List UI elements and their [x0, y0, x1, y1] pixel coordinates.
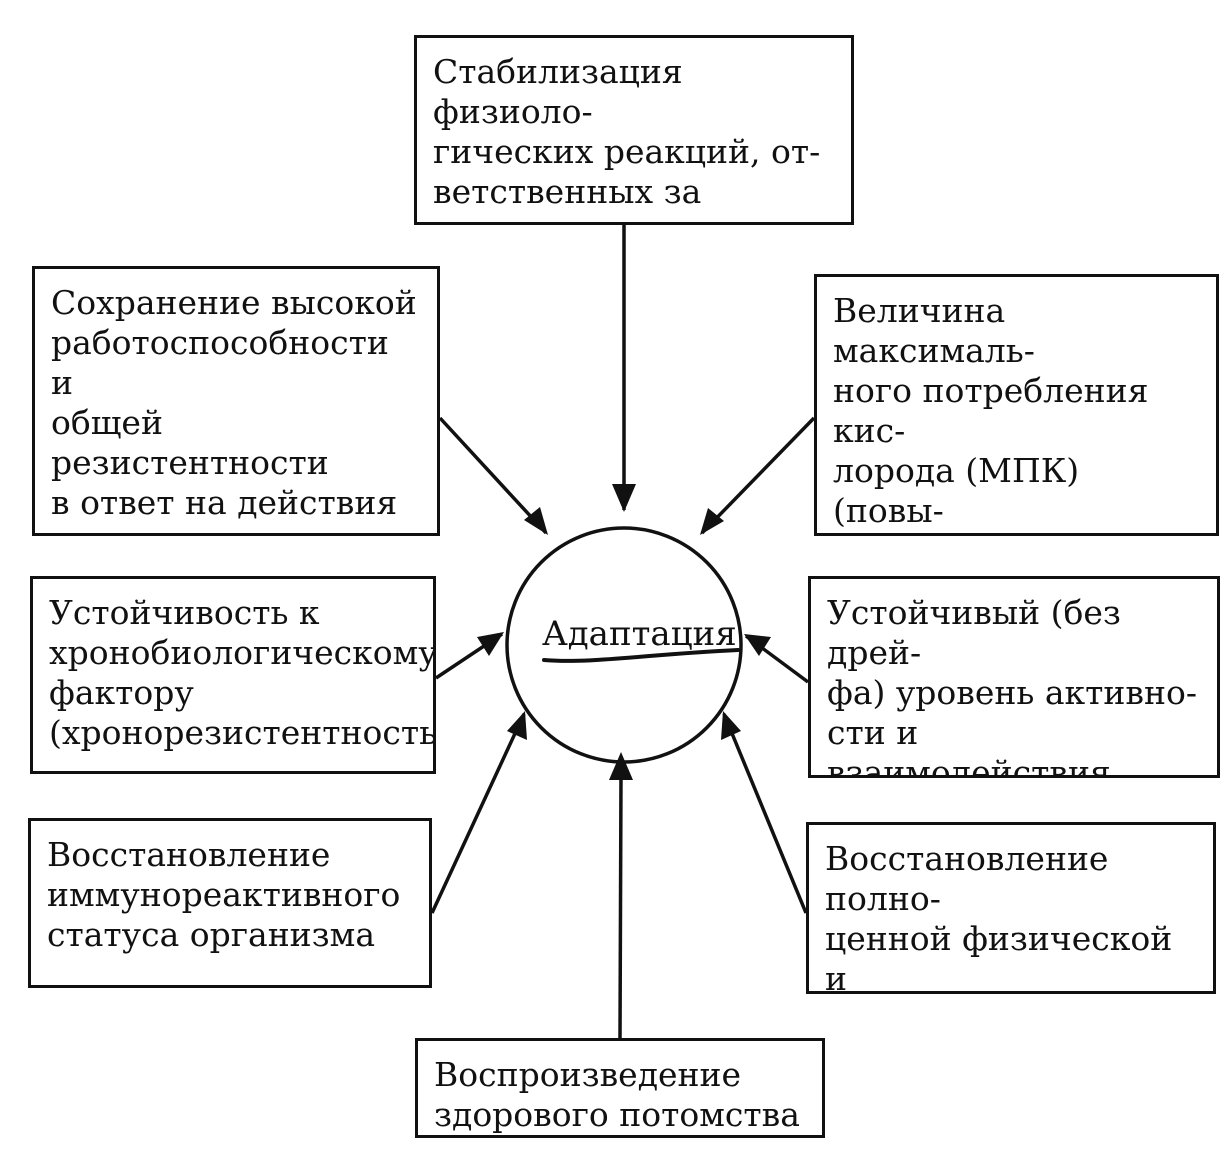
box-work-capacity-recovery: Восстановление полно- ценной физической …: [806, 822, 1216, 994]
box-max-oxygen-consumption: Величина максималь- ного потребления кис…: [814, 274, 1219, 536]
box-gas-exchange-stabilization: Стабилизация физиоло- гических реакций, …: [414, 35, 854, 225]
arrowhead-lower-left: [507, 711, 527, 740]
arrow-upper-right-to-center: [700, 416, 816, 535]
arrowhead-upper-right: [700, 508, 724, 535]
center-label-underline: [542, 648, 740, 663]
arrowhead-upper-left: [524, 507, 548, 535]
arrowhead-lower-right: [721, 711, 741, 740]
arrowhead-middle-right: [744, 634, 771, 656]
box-high-work-capacity: Сохранение высокой работоспособности и о…: [32, 266, 440, 536]
arrow-bottom-to-center: [618, 773, 623, 1039]
box-chrono-resistance: Устойчивость к хронобиологическому факто…: [30, 576, 436, 774]
box-healthy-offspring: Воспроизведение здорового потомства: [415, 1038, 825, 1138]
arrow-upper-left-to-center: [438, 416, 548, 535]
center-label: Адаптация: [542, 614, 737, 654]
arrowhead-middle-left: [477, 632, 504, 656]
box-stable-activity-level: Устойчивый (без дрей- фа) уровень активн…: [808, 576, 1220, 778]
arrowhead-top: [612, 484, 636, 512]
box-immune-status-recovery: Восстановление иммунореактивного статуса…: [28, 818, 432, 988]
arrowhead-bottom: [609, 752, 633, 780]
arrow-lower-right-to-center: [722, 713, 808, 914]
arrow-lower-left-to-center: [430, 713, 526, 914]
